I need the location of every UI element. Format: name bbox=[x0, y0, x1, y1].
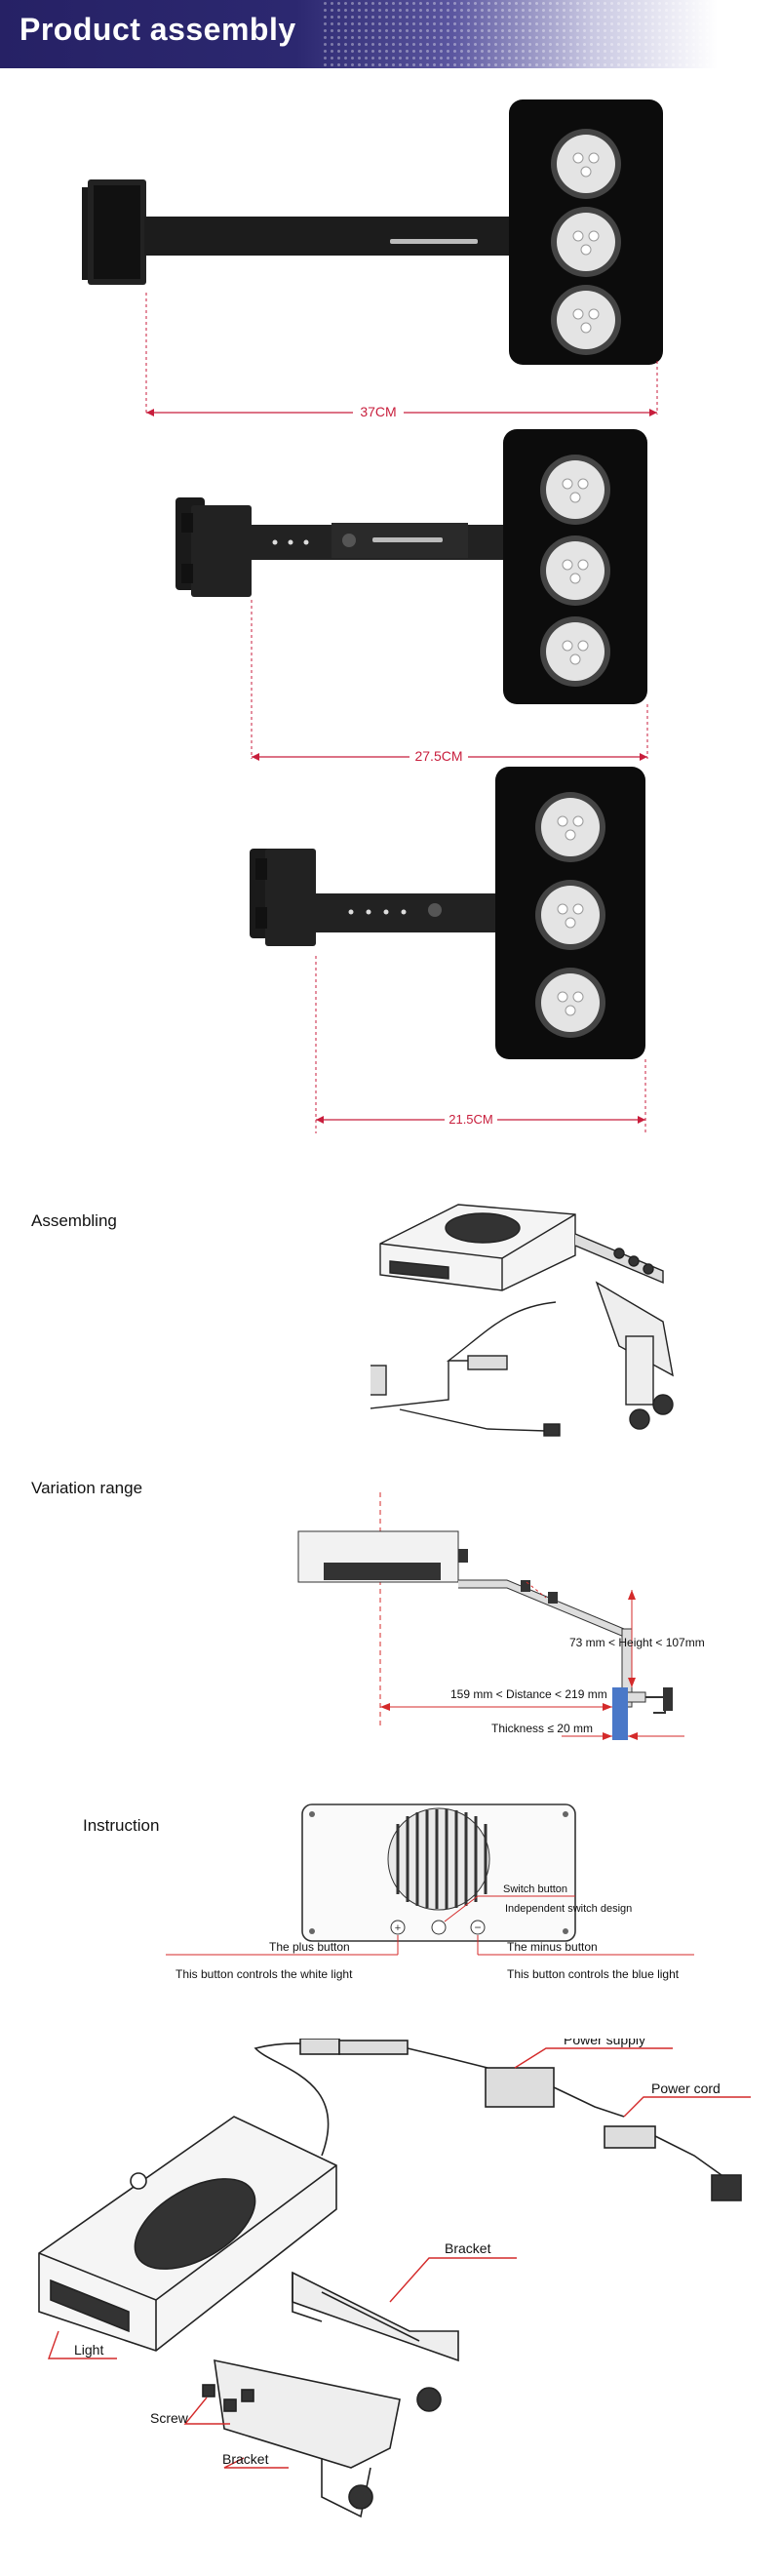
led-group bbox=[540, 455, 610, 687]
minus-button-label: The minus button bbox=[507, 1940, 598, 1954]
parts-exploded-diagram: Power supply Power cord Bracket Light Sc… bbox=[38, 2039, 751, 2518]
switch-button bbox=[431, 1920, 447, 1935]
bracket-upper bbox=[292, 2271, 459, 2362]
header-dot-pattern bbox=[322, 0, 780, 68]
bracket-arm bbox=[144, 217, 525, 256]
screw bbox=[241, 2389, 254, 2402]
power-supply-box bbox=[485, 2067, 555, 2108]
power-cord-plug-end bbox=[604, 2125, 656, 2149]
product-photo-21-5cm: 21.5CM bbox=[250, 767, 646, 1133]
assembling-title: Assembling bbox=[31, 1211, 117, 1230]
height-range-text: 73 mm < Height < 107mm bbox=[569, 1636, 705, 1649]
switch-button-label: Switch button bbox=[503, 1883, 567, 1895]
page-header: Product assembly bbox=[0, 0, 780, 68]
arm-slot bbox=[390, 239, 478, 244]
thickness-range-text: Thickness ≤ 20 mm bbox=[491, 1722, 593, 1735]
plus-button bbox=[390, 1920, 406, 1935]
bracket-arm bbox=[314, 893, 499, 932]
instruction-diagram: + − Switch button Independent switch des… bbox=[166, 1803, 694, 1981]
plus-button-label: The plus button bbox=[269, 1940, 350, 1954]
clamp-block bbox=[191, 505, 252, 597]
bracket-top-label: Bracket bbox=[445, 2240, 491, 2256]
connector bbox=[467, 1355, 508, 1370]
tank-wall bbox=[612, 1687, 628, 1740]
product-photo-27-5cm: 27.5CM bbox=[176, 429, 648, 765]
svg-text:+: + bbox=[395, 1922, 401, 1934]
dimension-label-37cm: 37CM bbox=[360, 404, 396, 419]
dimension-label-27-5cm: 27.5CM bbox=[414, 748, 462, 764]
distance-range-text: 159 mm < Distance < 219 mm bbox=[450, 1687, 607, 1701]
fan-grille bbox=[387, 1807, 490, 1911]
plug bbox=[543, 1423, 561, 1437]
independent-design-label: Independent switch design bbox=[505, 1903, 632, 1915]
cable bbox=[446, 1301, 557, 1362]
screw bbox=[223, 2398, 237, 2412]
screw bbox=[202, 2384, 215, 2398]
fan-grille bbox=[134, 2178, 256, 2270]
power-supply-label: Power supply bbox=[564, 2039, 645, 2047]
assembling-diagram bbox=[370, 1204, 674, 1437]
minus-button bbox=[470, 1920, 486, 1935]
minus-button-description: This button controls the blue light bbox=[507, 1967, 680, 1981]
instruction-title: Instruction bbox=[83, 1816, 160, 1835]
adapter bbox=[370, 1365, 387, 1396]
light-label: Light bbox=[74, 2342, 103, 2358]
product-photo-37cm: 37CM bbox=[82, 99, 663, 420]
variation-range-title: Variation range bbox=[31, 1479, 143, 1497]
svg-text:−: − bbox=[474, 1921, 481, 1934]
screw-label: Screw bbox=[150, 2410, 189, 2426]
power-cord-label: Power cord bbox=[651, 2081, 721, 2096]
led-group bbox=[551, 129, 621, 355]
connector bbox=[299, 2039, 340, 2055]
variation-range-diagram: 73 mm < Height < 107mm 159 mm < Distance… bbox=[297, 1492, 705, 1740]
clamp-block bbox=[265, 849, 316, 946]
wall-plug bbox=[711, 2174, 742, 2201]
dimension-label-21-5cm: 21.5CM bbox=[448, 1112, 493, 1127]
bracket-bottom-label: Bracket bbox=[222, 2451, 269, 2467]
page-title: Product assembly bbox=[20, 12, 296, 47]
arm-slot bbox=[372, 537, 443, 542]
plus-button-description: This button controls the white light bbox=[176, 1967, 353, 1981]
bracket bbox=[625, 1335, 654, 1406]
led-group bbox=[535, 792, 605, 1038]
bracket-lower bbox=[214, 2358, 401, 2469]
bracket-arm bbox=[458, 1579, 625, 1638]
